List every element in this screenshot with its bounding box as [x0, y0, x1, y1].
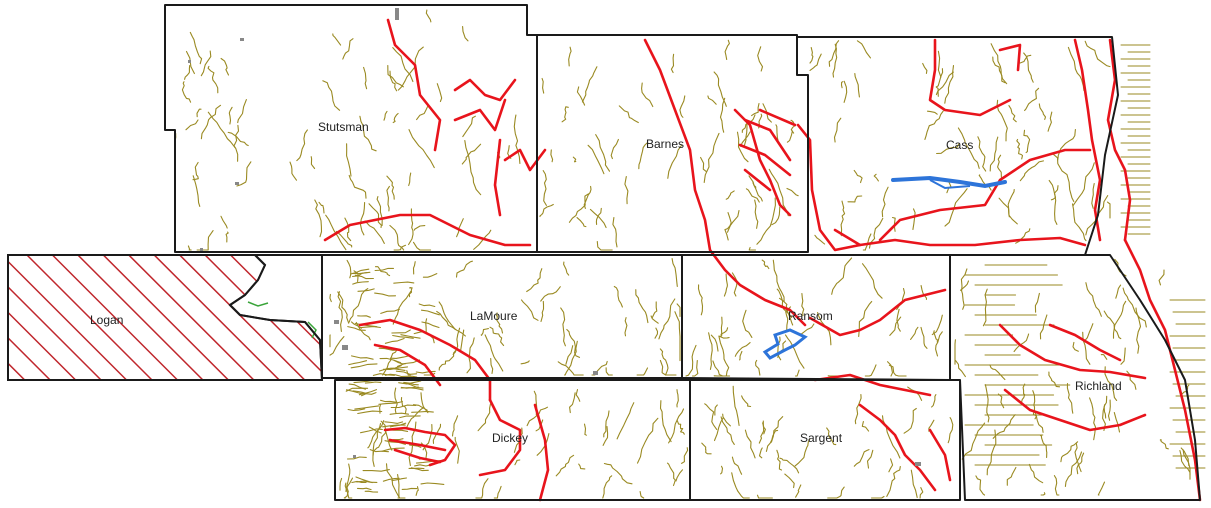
- richland-boundary: [950, 254, 1201, 501]
- county-labels: Stutsman Barnes Cass Logan LaMoure Ranso…: [90, 120, 1122, 445]
- label-ransom: Ransom: [788, 309, 833, 323]
- cass-lake-branch: [929, 179, 971, 190]
- ransom-lake: [762, 328, 808, 360]
- small-water-bodies: [188, 8, 921, 466]
- label-cass: Cass: [946, 138, 973, 152]
- label-lamoure: LaMoure: [470, 309, 518, 323]
- label-dickey: Dickey: [492, 431, 528, 445]
- county-boundaries: [7, 4, 1201, 501]
- label-stutsman: Stutsman: [318, 120, 369, 134]
- cass-lake: [891, 175, 1007, 189]
- sargent-boundary: [690, 379, 961, 501]
- lakes-layer: [762, 175, 1007, 360]
- logan-outline: [7, 254, 323, 381]
- label-sargent: Sargent: [800, 431, 843, 445]
- logan-county-hatched-area: [7, 254, 324, 381]
- wetland-patches: [247, 301, 317, 339]
- logan-mcintosh-boundary: [229, 254, 323, 381]
- label-richland: Richland: [1075, 379, 1122, 393]
- barnes-boundary: [527, 34, 809, 253]
- label-logan: Logan: [90, 313, 123, 327]
- label-barnes: Barnes: [646, 137, 684, 151]
